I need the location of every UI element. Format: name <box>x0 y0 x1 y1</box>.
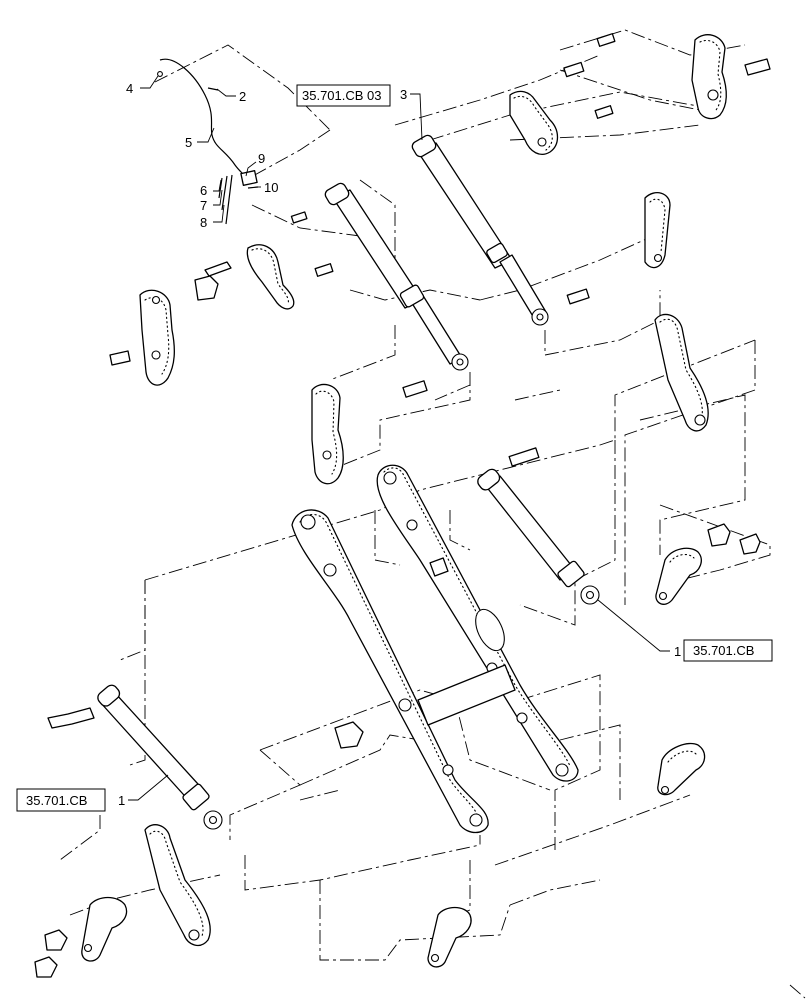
lower-left-links <box>34 824 211 978</box>
reference-label-top: 35.701.CB 03 <box>302 88 382 103</box>
lift-cylinder-right <box>411 134 549 326</box>
reference-label-right: 35.701.CB <box>693 643 754 658</box>
callout-7: 7 <box>200 198 207 213</box>
bottom-links <box>334 721 472 968</box>
upper-pins <box>402 288 590 398</box>
right-small-links <box>655 523 761 796</box>
callout-1-right: 1 <box>674 644 681 659</box>
reference-box-left[interactable]: 35.701.CB <box>16 788 106 812</box>
callout-labels: 1 1 2 3 4 5 6 7 8 9 10 <box>118 81 681 808</box>
leader-lines <box>128 75 670 801</box>
sensor-fitting-4 <box>157 71 163 77</box>
callout-5: 5 <box>185 135 192 150</box>
callout-9: 9 <box>258 151 265 166</box>
upper-right-linkage <box>509 33 771 155</box>
reference-box-top[interactable]: 35.701.CB 03 <box>296 84 391 107</box>
assembly-phantom-lines <box>59 29 806 999</box>
callout-8: 8 <box>200 215 207 230</box>
tilt-cylinder-left <box>47 684 223 830</box>
callout-4: 4 <box>126 81 133 96</box>
callout-1-left: 1 <box>118 793 125 808</box>
position-sensor-assembly <box>157 58 259 225</box>
middle-links <box>311 192 709 485</box>
loader-boom <box>291 464 579 834</box>
tilt-cylinder-right <box>477 447 600 605</box>
callout-2: 2 <box>239 89 246 104</box>
clip-2 <box>207 87 219 91</box>
upper-left-linkage <box>109 211 334 386</box>
reference-label-left: 35.701.CB <box>26 793 87 808</box>
callout-3: 3 <box>400 87 407 102</box>
lift-cylinder-left <box>324 182 469 371</box>
reference-box-right[interactable]: 35.701.CB <box>683 639 773 662</box>
sensor-bracket-9 <box>240 170 258 186</box>
callout-10: 10 <box>264 180 278 195</box>
callout-6: 6 <box>200 183 207 198</box>
